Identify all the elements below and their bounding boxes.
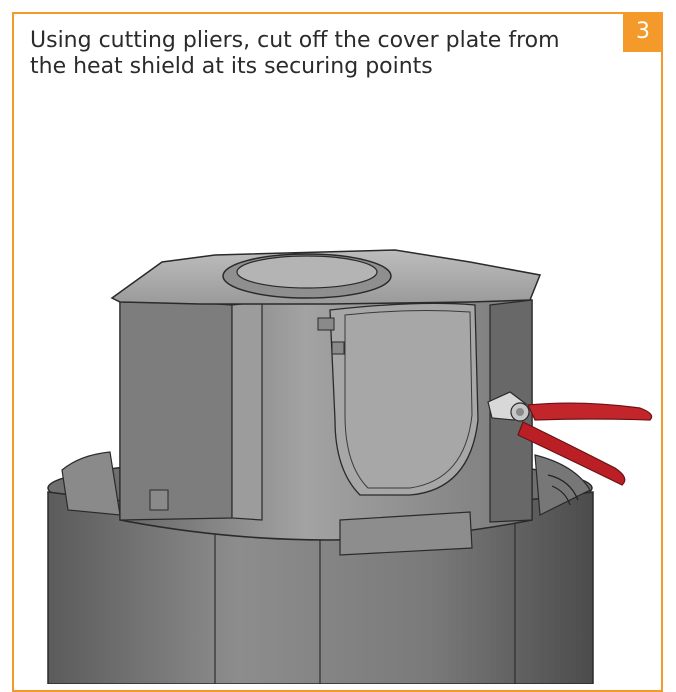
cutting-pliers-icon [487,391,653,486]
step-number-badge: 3 [623,12,663,52]
heat-shield-body [110,249,542,556]
instruction-text: Using cutting pliers, cut off the cover … [30,28,560,79]
